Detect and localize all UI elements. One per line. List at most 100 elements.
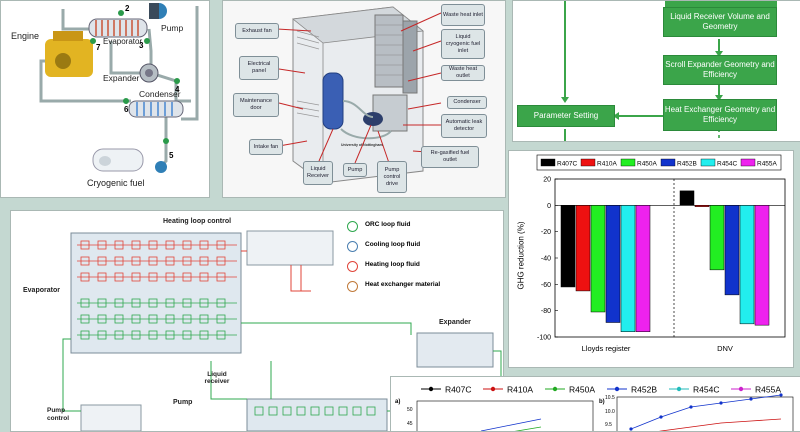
pump-control-loop-label: Pump control [47, 407, 70, 422]
cooling-loop-icon [347, 241, 358, 252]
bar [605, 205, 621, 323]
grid-cell [80, 314, 90, 324]
grid-cell [148, 240, 158, 250]
orc-schematic-lines [39, 3, 199, 173]
flowchart-arrows [561, 1, 777, 141]
panel-label-b: b) [599, 399, 605, 405]
b-ytick-105: 10.5 [605, 395, 615, 401]
flowchart-liquid-receiver: Liquid Receiver Volume and Geometry [663, 7, 777, 37]
grid-cell [114, 314, 124, 324]
lower-grid-cell [310, 406, 320, 416]
y-tick-label: -100 [537, 335, 551, 342]
callout-regasified-fuel-outlet: Re-gasified fuel outlet [421, 146, 479, 168]
evaporator-label: Evaporator [103, 37, 143, 46]
expander-label: Expander [103, 73, 140, 83]
grid-cell [97, 330, 107, 340]
grid-cell [148, 330, 158, 340]
grid-cell [165, 314, 175, 324]
callout-exhaust-fan: Exhaust fan [235, 23, 279, 39]
flowchart-heat-exchanger: Heat Exchanger Geometry and Efficiency [663, 99, 777, 131]
loop-diagram-panel: Heating loop control Evaporator Expander… [10, 210, 504, 432]
grid-cell [131, 272, 141, 282]
bar [590, 205, 606, 313]
grid-cell [114, 256, 124, 266]
grid-cell [80, 330, 90, 340]
grid-cell [182, 314, 192, 324]
grid-cell [80, 272, 90, 282]
grid-cell [114, 298, 124, 308]
series-b-r410a [658, 418, 782, 431]
state-point-4: 4 [175, 85, 180, 94]
grid-cell [199, 330, 209, 340]
legend-marker [676, 386, 682, 392]
pump-label: Pump [161, 23, 184, 33]
y-tick-label: -80 [541, 308, 551, 315]
grid-cell [80, 256, 90, 266]
y-tick-label: 0 [547, 203, 551, 210]
grid-cell [216, 314, 226, 324]
callout-waste-heat-outlet: Waste heat outlet [441, 65, 485, 81]
state-point-6: 6 [124, 105, 129, 114]
grid-cell [182, 272, 192, 282]
legend-label: R454C [693, 385, 719, 395]
lower-grid-cell [324, 406, 334, 416]
liquid-receiver-loop-label: Liquid receiver [204, 371, 230, 385]
grid-cell [199, 314, 209, 324]
series-b-marker [719, 401, 723, 405]
callout-automatic-leak-detector: Automatic leak detector [441, 114, 487, 138]
orc-loop-icon [347, 221, 358, 232]
y-tick-label: -40 [541, 256, 551, 263]
grid-cell [148, 314, 158, 324]
x-category-label: Lloyds register [582, 344, 631, 353]
y-tick-label: -60 [541, 282, 551, 289]
y-tick-label: 20 [543, 177, 551, 184]
bar [694, 205, 710, 207]
grid-cell [199, 272, 209, 282]
series-b-r452b [630, 394, 782, 430]
legend-label: R407C [445, 385, 471, 395]
heating-loop-control-label: Heating loop control [163, 218, 232, 225]
grid-cell [97, 298, 107, 308]
lower-grid-cell [254, 406, 264, 416]
grid-cell [182, 256, 192, 266]
grid-cell [131, 330, 141, 340]
grid-cell [199, 240, 209, 250]
legend-label: R455A [755, 385, 781, 395]
grid-cell [165, 272, 175, 282]
legend-label: R410A [597, 161, 618, 168]
bar [575, 205, 591, 292]
bar [635, 205, 651, 332]
grid-cell [165, 330, 175, 340]
a-ytick-50: 50 [407, 407, 413, 413]
callout-condenser: Condenser [447, 96, 487, 109]
legend-marker [614, 386, 620, 392]
callout-pump: Pump [343, 163, 367, 177]
grid-cell [114, 330, 124, 340]
cryogenic-label: Cryogenic fuel [87, 178, 145, 188]
grid-cell [131, 314, 141, 324]
logo-text: University of Nottingham [341, 143, 383, 147]
grid-cell [165, 240, 175, 250]
loop-diagram-drawing [62, 230, 502, 431]
grid-cell [148, 256, 158, 266]
grid-cell [97, 314, 107, 324]
legend-label: R452B [631, 385, 657, 395]
flowchart-parameter-setting: Parameter Setting [517, 105, 615, 127]
legend-label: R454C [717, 161, 738, 168]
grid-cell [80, 240, 90, 250]
x-category-label: DNV [717, 344, 733, 353]
series-b-marker [689, 405, 693, 409]
series-a-r450a [514, 426, 542, 431]
orc-schematic-panel: Engine Evaporator Pump Expander Condense… [0, 0, 210, 198]
grid-cell [182, 298, 192, 308]
bar [709, 205, 725, 271]
lower-grid-cell [352, 406, 362, 416]
grid-cell [216, 256, 226, 266]
y-tick-label: -20 [541, 229, 551, 236]
grid-cell [148, 272, 158, 282]
heating-loop-icon [347, 261, 358, 272]
legend-swatch [740, 158, 756, 167]
series-b-marker [659, 415, 663, 419]
legend-frame [536, 154, 782, 171]
